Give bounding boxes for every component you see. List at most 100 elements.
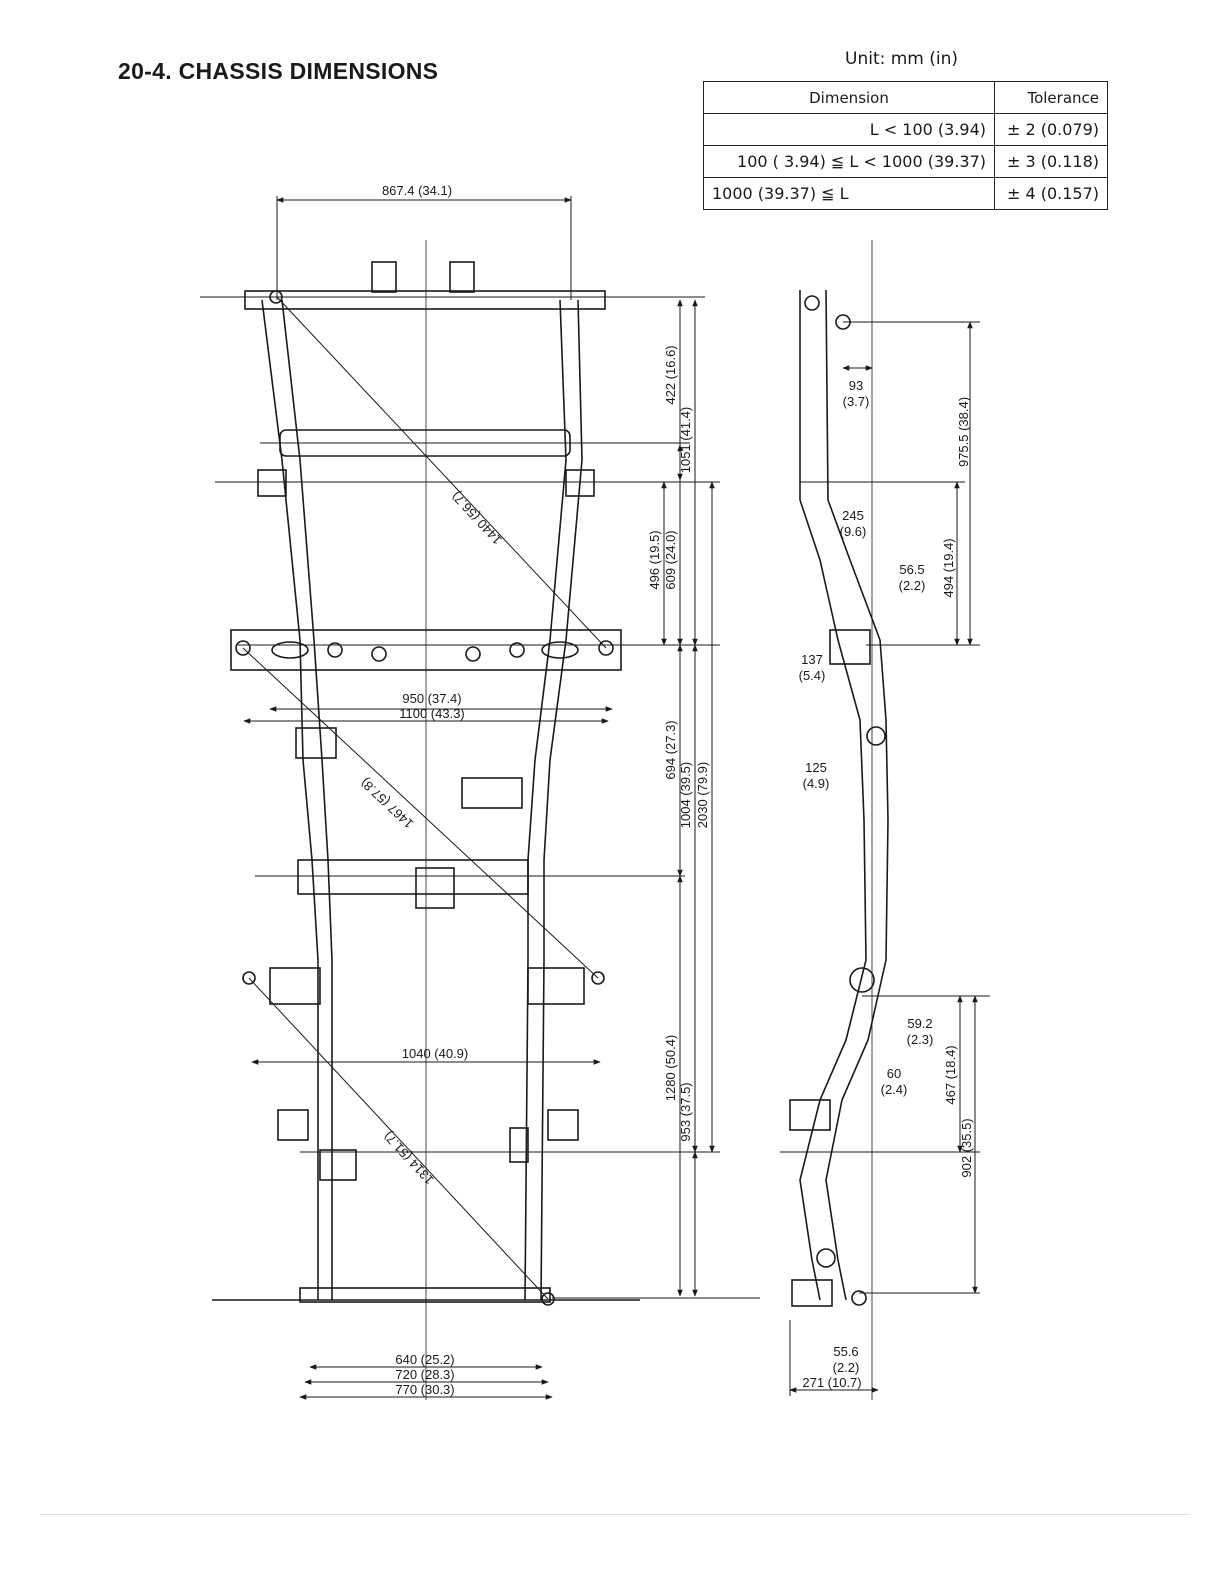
dim-137-in-label: (5.4) [799,668,826,683]
bumper-bracket [449,261,475,293]
tolerance-cell: ± 2 (0.079) [994,113,1108,146]
right-side-rail [524,299,583,1301]
crossmember-hole [465,646,481,662]
dim-59-2-label: 59.2 [907,1016,932,1031]
dimension-cell: 100 ( 3.94) ≦ L < 1000 (39.37) [703,145,995,178]
crossmember-slot [271,641,309,659]
dim-60-in-label: (2.4) [881,1082,908,1097]
dim-137-label: 137 [801,652,823,667]
dim-93-in-label: (3.7) [843,394,870,409]
rear-eye-hole [851,1290,867,1306]
dim-1280-label: 1280 (50.4) [663,1035,678,1102]
spring-hanger [269,967,321,1005]
mount-hole [866,726,886,746]
dim-950-label: 950 (37.4) [402,691,461,706]
side-bracket [829,629,871,665]
rear-crossmember [299,1287,551,1303]
dim-93-label: 93 [849,378,863,393]
mount-bracket [509,1127,529,1163]
side-bracket [791,1279,833,1307]
unit-note: Unit: mm (in) [845,49,959,69]
tolerance-row: 100 ( 3.94) ≦ L < 1000 (39.37) ± 3 (0.11… [703,145,1108,178]
crossmember-hole [327,642,343,658]
mount-bracket [461,777,523,809]
side-bracket [789,1099,831,1131]
dim-59-2-in-label: (2.3) [907,1032,934,1047]
dim-1040-label: 1040 (40.9) [402,1046,469,1061]
dim-494-label: 494 (19.4) [941,538,956,597]
dimension-cell: 1000 (39.37) ≦ L [703,177,995,210]
front-mount-hole [804,295,820,311]
diagonal-1440 [276,296,607,649]
spring-eye [849,967,875,993]
spring-hanger [527,967,585,1005]
left-side-rail [261,299,333,1300]
dim-902-label: 902 (35.5) [959,1118,974,1177]
reference-hole [591,971,605,985]
dim-1051-label: 1051 (41.4) [678,407,693,474]
header-tolerance: Tolerance [994,81,1108,114]
dim-56-5-label: 56.5 [899,562,924,577]
plan-labels: 867.4 (34.1) 950 (37.4) 1100 (43.3) 1040… [357,183,710,1397]
side-rail-profile [799,289,889,1301]
dim-1440-label: 1440 (56.7) [449,489,505,548]
side-view [789,240,889,1400]
dim-720-label: 720 (28.3) [395,1367,454,1382]
dim-2030-label: 2030 (79.9) [695,762,710,829]
dim-271-label: 271 (10.7) [802,1375,861,1390]
front-crossmember [244,290,606,310]
reference-hole [235,640,251,656]
plan-dimensions [200,196,760,1400]
reference-hole [242,971,256,985]
side-labels: 93 (3.7) 245 (9.6) 56.5 (2.2) 137 (5.4) … [799,378,974,1390]
tolerance-table: Dimension Tolerance L < 100 (3.94) ± 2 (… [703,81,1108,210]
dim-1467-label: 1467 (57.8) [357,775,416,831]
dim-56-5-in-label: (2.2) [899,578,926,593]
mount-bracket [565,469,595,497]
diagonal-1467 [242,647,599,979]
mount-bracket [295,727,337,759]
dim-640-label: 640 (25.2) [395,1352,454,1367]
tolerance-cell: ± 3 (0.118) [994,145,1108,178]
page-rule [40,1514,1190,1515]
mount-bracket [257,469,287,497]
diagonal-1314 [248,977,549,1300]
rear-mount-hole [816,1248,836,1268]
bumper-bracket [371,261,397,293]
mount-bracket [277,1109,309,1141]
mount-bracket [547,1109,579,1141]
crossmember-slot [541,641,579,659]
plan-view [212,240,640,1400]
dim-55-6-in-label: (2.2) [833,1360,860,1375]
dim-1004-label: 1004 (39.5) [678,762,693,829]
dim-1100-label: 1100 (43.3) [399,706,465,721]
dim-245-in-label: (9.6) [840,524,867,539]
dim-694-label: 694 (27.3) [663,720,678,779]
dim-1314-label: 1314 (51.7) [381,1129,437,1188]
dim-125-in-label: (4.9) [803,776,830,791]
dim-609-label: 609 (24.0) [663,530,678,589]
dim-770-label: 770 (30.3) [395,1382,454,1397]
dim-467-label: 467 (18.4) [943,1045,958,1104]
center-crossmember [297,859,529,895]
main-crossmember [230,629,622,671]
dim-245-label: 245 [842,508,864,523]
dim-975-label: 975.5 (38.4) [956,397,971,467]
dim-867-label: 867.4 (34.1) [382,183,452,198]
reference-hole [541,1292,555,1306]
tolerance-row: 1000 (39.37) ≦ L ± 4 (0.157) [703,177,1108,210]
tolerance-cell: ± 4 (0.157) [994,177,1108,210]
dim-60-label: 60 [887,1066,901,1081]
dim-55-6-label: 55.6 [833,1344,858,1359]
reference-hole [598,640,614,656]
crossmember-hole [509,642,525,658]
crossmember-hole [371,646,387,662]
dim-496-label: 496 (19.5) [647,530,662,589]
dim-422-label: 422 (16.6) [663,345,678,404]
side-dimensions [780,321,990,1396]
mount-bracket [319,1149,357,1181]
dim-953-label: 953 (37.5) [678,1082,693,1141]
dim-125-label: 125 [805,760,827,775]
mount-bracket [415,867,455,909]
